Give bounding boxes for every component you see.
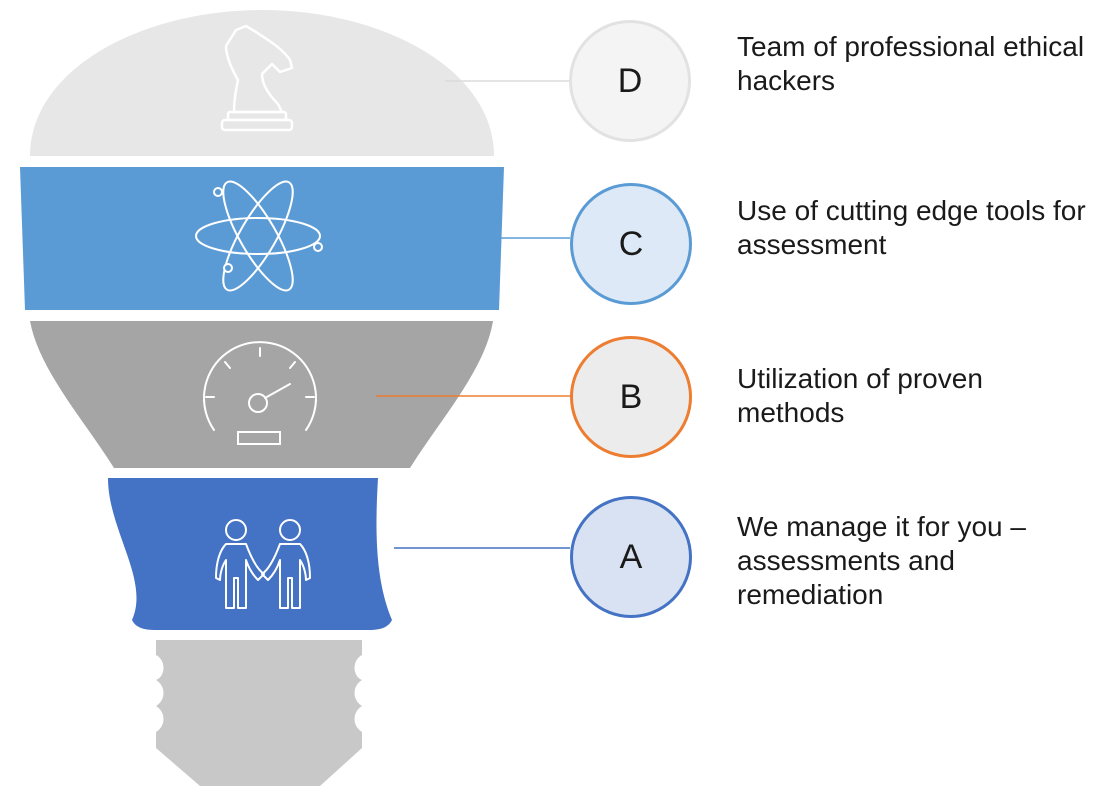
badge-b: B [570,336,692,458]
step-b-text: Utilization of proven methods [737,363,983,428]
bulb-section-c [20,167,504,310]
badge-d: D [569,20,691,142]
handshake-people-icon [215,519,311,609]
chess-knight-icon [220,24,294,132]
step-a-text: We manage it for you – assessments and r… [737,511,1026,610]
step-c-text: Use of cutting edge tools for assessment [737,195,1086,260]
badge-c: C [570,183,692,305]
bulb-base [156,640,362,786]
badge-a: A [570,496,692,618]
atom-icon [195,180,323,292]
speedometer-icon [203,341,317,445]
bulb-section-d [30,10,494,156]
step-d-text: Team of professional ethical hackers [737,31,1085,96]
